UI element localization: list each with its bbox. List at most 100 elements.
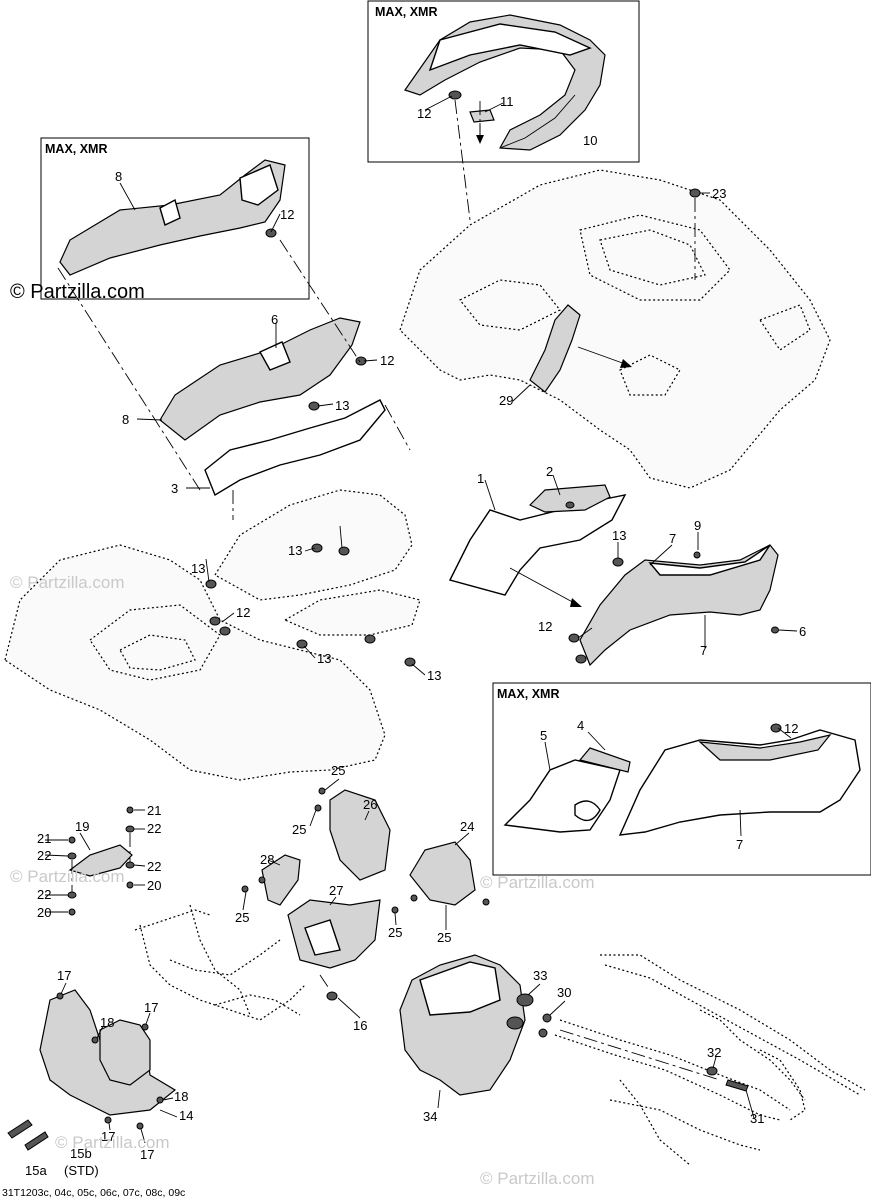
callout-16: 16 bbox=[353, 1018, 367, 1033]
shield-part-26 bbox=[329, 789, 391, 881]
callout-17: 17 bbox=[144, 1000, 158, 1015]
callout-18: 18 bbox=[174, 1089, 188, 1104]
callout-8: 8 bbox=[122, 412, 129, 427]
callout-12: 12 bbox=[280, 207, 294, 222]
callout-15a: 15a bbox=[25, 1163, 47, 1178]
callout-18: 18 bbox=[100, 1015, 114, 1030]
callout-31: 31 bbox=[750, 1111, 764, 1126]
callout-8: 8 bbox=[115, 169, 122, 184]
callout-4: 4 bbox=[577, 718, 584, 733]
callout-6: 6 bbox=[271, 312, 278, 327]
callout-20: 20 bbox=[147, 878, 161, 893]
callout-6: 6 bbox=[799, 624, 806, 639]
callout-10: 10 bbox=[583, 133, 597, 148]
nut-part-13-right bbox=[612, 557, 624, 567]
callout-20: 20 bbox=[37, 905, 51, 920]
callout-17: 17 bbox=[57, 968, 71, 983]
callout-1: 1 bbox=[477, 471, 484, 486]
callout-15b: 15b bbox=[70, 1146, 92, 1161]
panel-part-3 bbox=[204, 399, 386, 497]
bushing-part-33 bbox=[506, 993, 534, 1030]
watermark-faint: © Partzilla.com bbox=[10, 867, 125, 886]
bolt-part-30 bbox=[538, 1013, 552, 1038]
callout-21: 21 bbox=[147, 803, 161, 818]
callout-22: 22 bbox=[147, 821, 161, 836]
fender-part-8-mid bbox=[159, 317, 361, 441]
nuts-part-12-right bbox=[568, 633, 587, 664]
bolts-part-15 bbox=[7, 1119, 49, 1151]
callout-7: 7 bbox=[669, 531, 676, 546]
nuts-part-12-front bbox=[209, 616, 231, 636]
callout-13: 13 bbox=[191, 561, 205, 576]
callout-17: 17 bbox=[140, 1147, 154, 1162]
callout-29: 29 bbox=[499, 393, 513, 408]
callout-30: 30 bbox=[557, 985, 571, 1000]
callout-28: 28 bbox=[260, 852, 274, 867]
bumper-part-14 bbox=[39, 989, 177, 1116]
callout-34: 34 bbox=[423, 1109, 437, 1124]
callout-12: 12 bbox=[784, 721, 798, 736]
callout-25: 25 bbox=[388, 925, 402, 940]
callout-12: 12 bbox=[236, 605, 250, 620]
nut-part-12-top bbox=[448, 90, 462, 100]
nut-part-13-mid bbox=[308, 401, 320, 411]
callout-22: 22 bbox=[37, 848, 51, 863]
reference-code: 31T1203c, 04c, 05c, 06c, 07c, 08c, 09c bbox=[2, 1187, 185, 1199]
footwell-part-7-box bbox=[618, 729, 861, 836]
callout-12: 12 bbox=[538, 619, 552, 634]
callout-11: 11 bbox=[500, 94, 514, 109]
watermarks: © Partzilla.com © Partzilla.com © Partzi… bbox=[10, 281, 595, 1188]
callout-27: 27 bbox=[329, 883, 343, 898]
callout-13: 13 bbox=[427, 668, 441, 683]
bracket-part-19 bbox=[68, 844, 133, 877]
callout-19: 19 bbox=[75, 819, 89, 834]
nut-part-12-box-left bbox=[265, 228, 277, 238]
frame-front-dotted bbox=[134, 904, 306, 1021]
callout-7: 7 bbox=[736, 837, 743, 852]
front-fender-dotted bbox=[4, 544, 386, 781]
callout-9: 9 bbox=[694, 518, 701, 533]
footwell-part-7 bbox=[579, 544, 779, 667]
callout-24: 24 bbox=[460, 819, 474, 834]
bracket-part-28 bbox=[261, 854, 301, 906]
panel-part-1 bbox=[448, 494, 627, 596]
callout-13: 13 bbox=[288, 543, 302, 558]
watermark-faint: © Partzilla.com bbox=[55, 1133, 170, 1152]
callout-12: 12 bbox=[417, 106, 431, 121]
nuts-part-13-front bbox=[205, 543, 416, 667]
callout-15-std: (STD) bbox=[64, 1163, 99, 1178]
callout-32: 32 bbox=[707, 1045, 721, 1060]
watermark-faint: © Partzilla.com bbox=[10, 573, 125, 592]
callout-7: 7 bbox=[700, 643, 707, 658]
callout-5: 5 bbox=[540, 728, 547, 743]
bracket-part-2 bbox=[528, 484, 611, 513]
leader-lines bbox=[44, 95, 798, 1144]
storage-part-34 bbox=[399, 954, 526, 1096]
screw-part-6-right bbox=[771, 626, 779, 634]
callout-22: 22 bbox=[37, 887, 51, 902]
callout-14: 14 bbox=[179, 1108, 193, 1123]
box-label-right: MAX, XMR bbox=[497, 687, 560, 701]
callout-26: 26 bbox=[363, 797, 377, 812]
callout-13: 13 bbox=[335, 398, 349, 413]
callout-21: 21 bbox=[37, 831, 51, 846]
screws-part-17-18 bbox=[56, 992, 164, 1130]
callout-25: 25 bbox=[292, 822, 306, 837]
callout-12: 12 bbox=[380, 353, 394, 368]
assembly-lines bbox=[57, 99, 721, 1081]
strip-part-4 bbox=[578, 747, 631, 773]
callout-25: 25 bbox=[331, 763, 345, 778]
rear-fender-dotted bbox=[399, 169, 831, 489]
callouts: 12 11 10 8 12 6 12 13 8 3 23 29 1 2 13 7… bbox=[25, 94, 806, 1178]
watermark-faint: © Partzilla.com bbox=[480, 1169, 595, 1188]
callout-13: 13 bbox=[317, 651, 331, 666]
nut-part-16 bbox=[326, 991, 338, 1001]
callout-22: 22 bbox=[147, 859, 161, 874]
bracket-part-29 bbox=[529, 304, 581, 393]
callout-13: 13 bbox=[612, 528, 626, 543]
box-label-top-center: MAX, XMR bbox=[375, 5, 438, 19]
callout-3: 3 bbox=[171, 481, 178, 496]
box-label-top-left: MAX, XMR bbox=[45, 142, 108, 156]
hardware-parts-20-22 bbox=[67, 806, 135, 916]
